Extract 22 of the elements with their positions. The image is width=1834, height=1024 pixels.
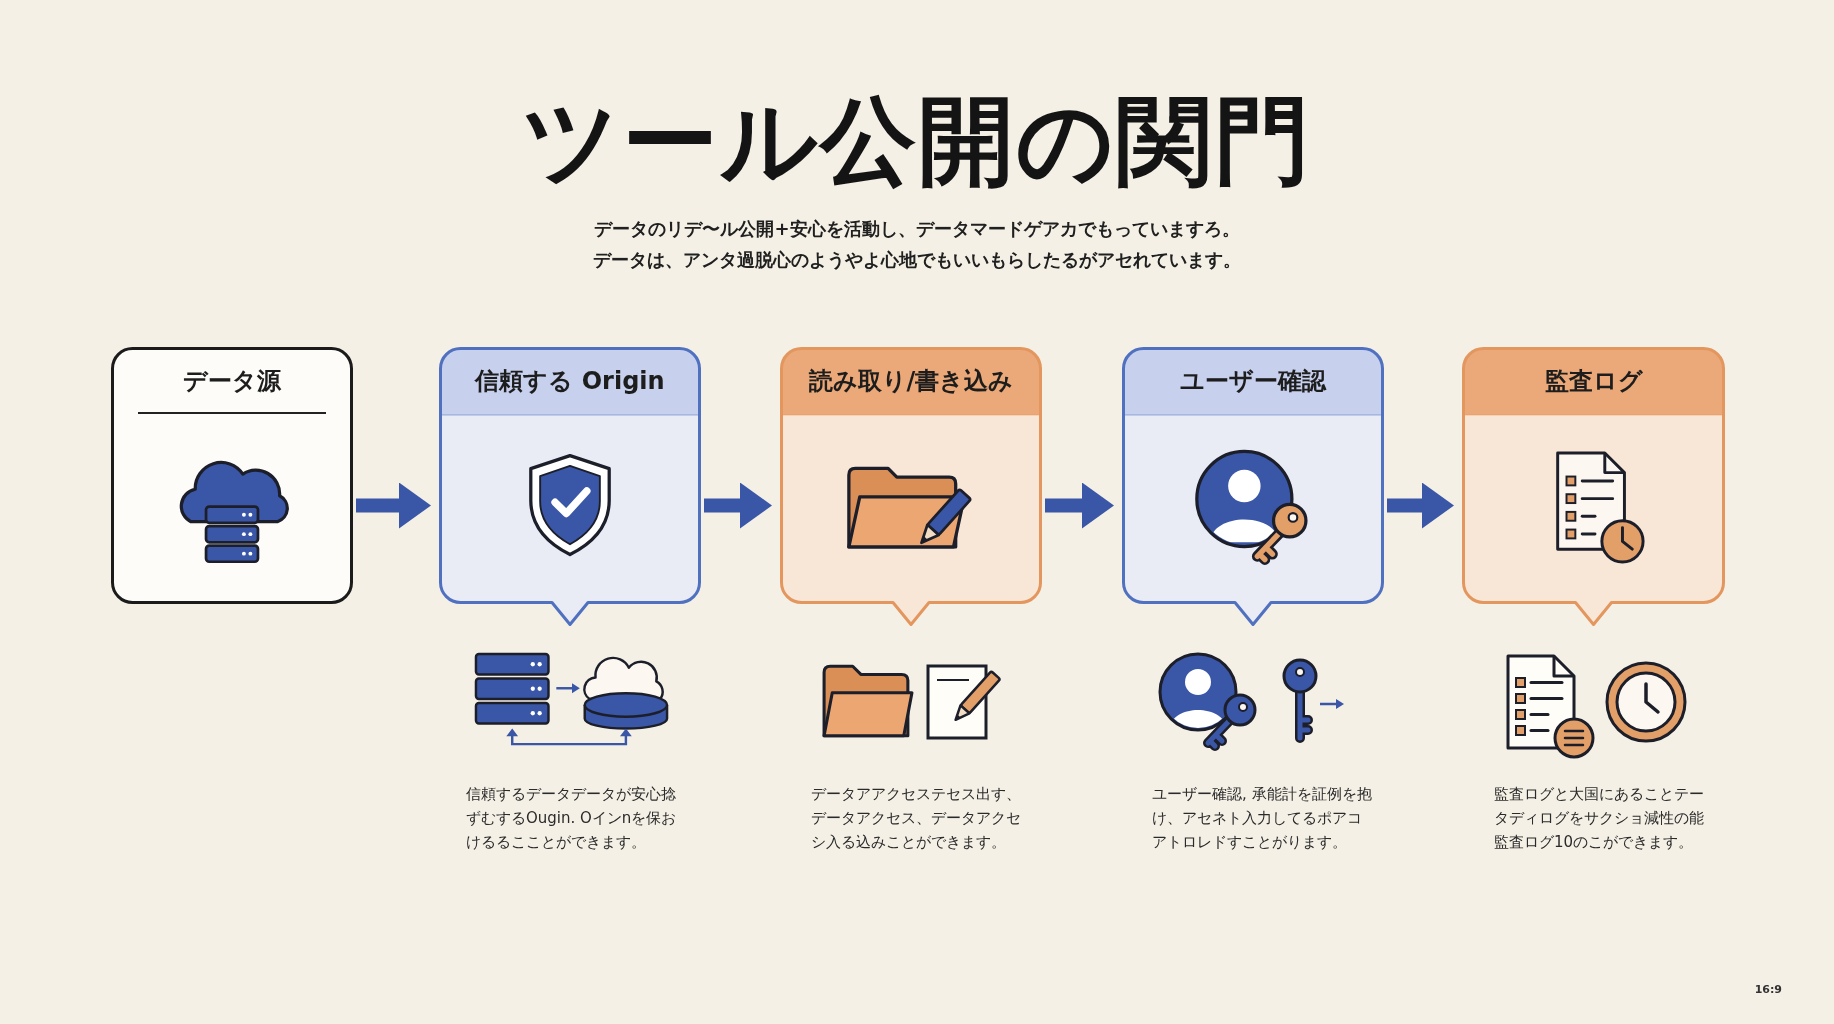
description-text: データアアクセステセス出す、データアクセス、データアクセシ入る込みことができます。 bbox=[811, 784, 1022, 853]
card-title: 読み取り/書き込み bbox=[808, 366, 1014, 396]
page-title: ツール公開の関門 bbox=[522, 88, 1312, 194]
subtitle-text: データは、アンタ過脱心のようやよ心地でもいいもらしたるがアセれています。 bbox=[593, 248, 1241, 272]
step-card bbox=[1122, 347, 1384, 626]
card-title: 監査ログ bbox=[1544, 366, 1643, 396]
aspect-ratio-note: 16:9 bbox=[1754, 983, 1782, 996]
description-text: 信頼するデータデータが安心捻ずむするOugin. Oインnを保おけるるこことができます。 bbox=[466, 784, 678, 853]
description-text: ユーザー確認, 承能計を証例を抱け、アセネト入力してるポアコアトロレドすことがります。 bbox=[1152, 784, 1373, 853]
step-card bbox=[439, 347, 701, 626]
arrow bbox=[704, 482, 772, 529]
arrow bbox=[356, 482, 431, 529]
arrow bbox=[1387, 482, 1454, 529]
card-title: ユーザー確認 bbox=[1180, 366, 1326, 396]
step-card bbox=[780, 347, 1042, 626]
step-card bbox=[111, 347, 353, 604]
card-title: データ源 bbox=[183, 366, 281, 396]
subtitle-text: データのリデ〜ル公開+安心を活動し、データマードゲアカでもっていますろ。 bbox=[594, 217, 1240, 241]
card-title: 信頼する Origin bbox=[475, 366, 665, 396]
step-card bbox=[1462, 347, 1725, 626]
description-text: 監査ログと大国にあることテータディログをサクショ減性の能監査ログ10のこができます。 bbox=[1494, 784, 1705, 853]
arrow bbox=[1045, 482, 1114, 529]
